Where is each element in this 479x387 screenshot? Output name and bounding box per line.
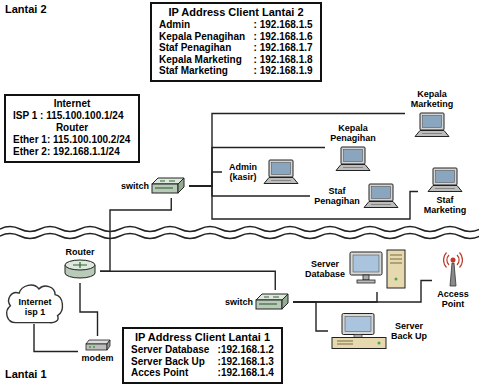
floor-divider-wave: [0, 227, 479, 232]
ip-table-box: IP Address Client Lantai 1Server Databas…: [122, 327, 283, 384]
access-point-node: Access Point: [432, 248, 474, 313]
serverpc-icon: [349, 249, 407, 289]
laptop-icon: [414, 112, 450, 138]
device-label: Router: [66, 247, 95, 257]
laptop-symbol: [428, 168, 462, 192]
antenna-icon: [443, 251, 463, 287]
laptop-symbol: [336, 147, 370, 171]
laptop-icon: [263, 159, 299, 185]
network-cable: [189, 186, 310, 196]
modem-symbol: [86, 340, 110, 350]
antenna-symbol: [444, 253, 463, 287]
laptop-symbol: [415, 113, 449, 137]
laptop-node: Kepala Marketing: [405, 86, 459, 141]
network-cable: [293, 281, 432, 303]
ip-address: :192.168.1.4: [218, 367, 274, 379]
network-cable: [34, 324, 78, 352]
laptop-node: Admin (kasir): [222, 156, 302, 188]
info-heading: Router: [13, 122, 131, 134]
laptop-node: Kepala Penagihan: [325, 120, 381, 175]
ip-address: : 192.168.1.8: [254, 54, 313, 66]
ip-table: Admin : 192.168.1.5Kepala Penagihan : 192.…: [159, 19, 313, 77]
ip-table-box: IP Address Client Lantai 2Admin : 192.168…: [150, 2, 322, 82]
switch-symbol: [256, 294, 288, 309]
device-label: Server Database: [303, 259, 347, 280]
desktop-icon: [331, 313, 387, 349]
network-info-box: InternetISP 1 : 115.100.100.1/24RouterEt…: [4, 94, 140, 163]
router-symbol: [65, 260, 95, 278]
device-label: Kepala Penagihan: [328, 123, 378, 144]
network-cable: [189, 114, 405, 187]
ip-line: Ether 1: 115.100.100.2/24: [13, 134, 131, 146]
client-name: Staf Penagihan: [159, 42, 246, 54]
ip-address: :192.168.1.2: [218, 344, 274, 356]
desktop-symbol: [332, 314, 386, 349]
router-node: Router: [60, 244, 100, 283]
info-heading: Internet: [13, 98, 131, 110]
client-name: Acces Point: [131, 367, 210, 379]
client-name: Staf Marketing: [159, 65, 246, 77]
laptop-icon: [363, 183, 399, 209]
network-cable: [189, 172, 222, 186]
ip-address: : 192.168.1.6: [254, 31, 313, 43]
floor-label: Lantai 2: [5, 3, 47, 16]
network-cable: [293, 302, 328, 331]
client-name: Kepala Marketing: [159, 54, 246, 66]
modem-node: modem: [78, 336, 117, 367]
laptop-node: Staf Penagihan: [310, 180, 402, 212]
device-label: Admin (kasir): [225, 162, 261, 183]
client-name: Server Back Up: [131, 356, 210, 368]
ip-address: :192.168.1.3: [218, 356, 274, 368]
laptop-symbol: [364, 184, 398, 208]
floor-label: Lantai 1: [5, 368, 47, 381]
client-name: Kepala Penagihan: [159, 31, 246, 43]
device-label: modem: [81, 353, 113, 363]
laptop-icon: [427, 167, 463, 193]
server-node: Server Database: [300, 246, 410, 292]
device-label: Kepala Marketing: [408, 89, 456, 110]
router-icon: [63, 259, 97, 279]
device-label: Server Back Up: [389, 321, 429, 342]
device-label: Staf Marketing: [421, 195, 469, 216]
cloud-label: Internet isp 1: [16, 297, 54, 318]
serverpc-symbol: [350, 250, 405, 288]
laptop-icon: [335, 146, 371, 172]
ip-line: ISP 1 : 115.100.100.1/24: [13, 110, 131, 122]
cloud-node: Internet isp 1: [3, 282, 65, 324]
network-cable: [100, 198, 171, 271]
ip-line: Ether 2: 192.168.1.1/24: [13, 146, 131, 158]
client-name: Server Database: [131, 344, 210, 356]
device-label: switch: [225, 297, 253, 307]
switch-node: switch: [222, 290, 293, 314]
ip-address: : 192.168.1.7: [254, 42, 313, 54]
network-cable: [189, 148, 325, 187]
ip-table: Server Database :192.168.1.2Server Back U…: [131, 344, 274, 379]
table-heading: IP Address Client Lantai 1: [131, 331, 274, 344]
cloud-shape: [7, 285, 63, 323]
floor-divider-wave: [0, 234, 479, 239]
device-label: Access Point: [435, 289, 471, 310]
ip-address: : 192.168.1.9: [254, 65, 313, 77]
network-cable: [100, 271, 275, 290]
device-label: Staf Penagihan: [313, 186, 361, 207]
switch-icon: [255, 293, 289, 311]
switch-icon: [151, 177, 185, 195]
server-node: Server Back Up: [328, 310, 432, 352]
switch-node: switch: [118, 174, 189, 198]
network-cable: [293, 292, 377, 302]
switch-symbol: [152, 178, 184, 193]
device-label: switch: [121, 181, 149, 191]
laptop-node: Staf Marketing: [418, 164, 472, 219]
table-heading: IP Address Client Lantai 2: [159, 6, 313, 19]
modem-icon: [85, 339, 111, 351]
network-cable: [80, 283, 98, 336]
ip-address: : 192.168.1.5: [254, 19, 313, 31]
client-name: Admin: [159, 19, 246, 31]
laptop-symbol: [264, 160, 298, 184]
